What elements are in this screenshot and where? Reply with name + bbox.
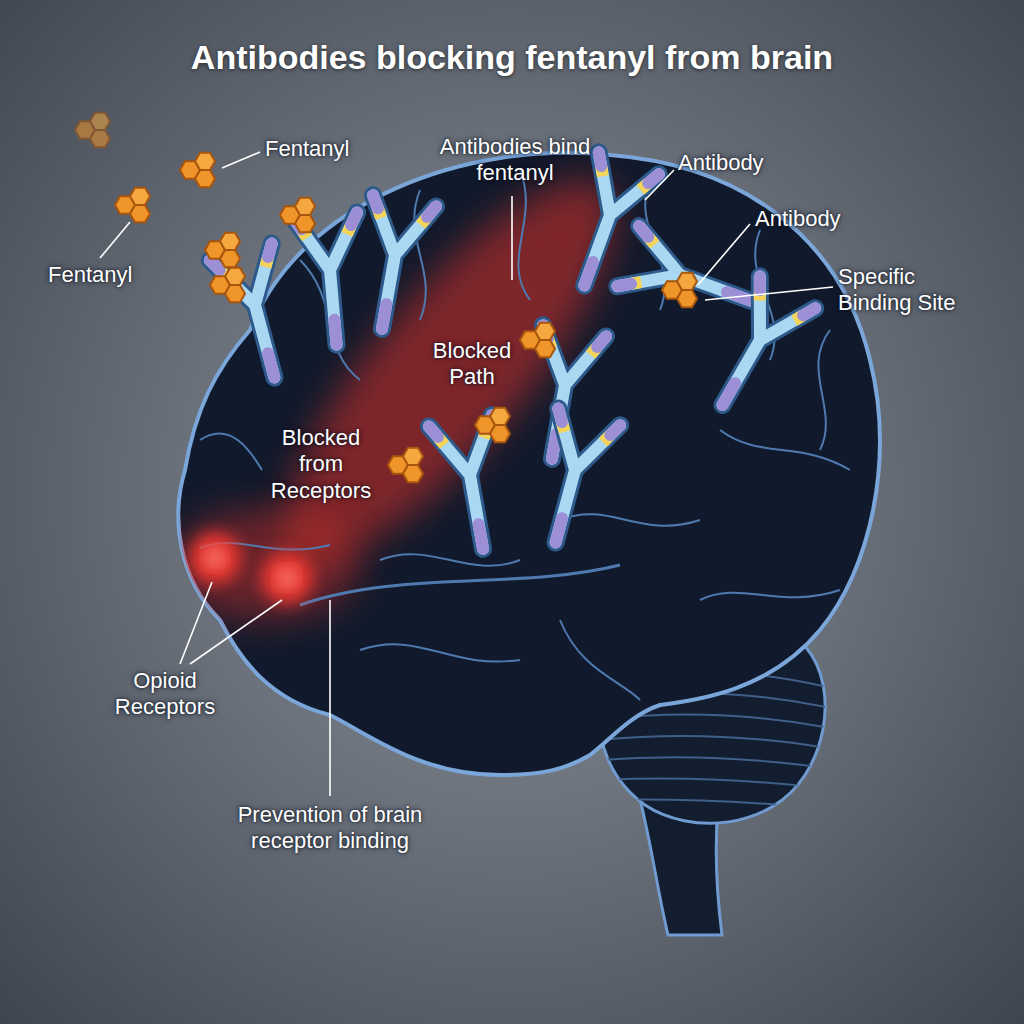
leader-line bbox=[190, 600, 282, 664]
callout-label: Antibody bbox=[755, 206, 875, 232]
illustration-part bbox=[818, 330, 830, 450]
leader-line bbox=[222, 152, 260, 168]
fentanyl-molecule bbox=[280, 198, 315, 233]
illustration-part bbox=[560, 514, 700, 526]
leader-line bbox=[329, 600, 331, 796]
illustration-part bbox=[600, 799, 840, 810]
illustration-part bbox=[600, 757, 840, 770]
callout-label: Opioid Receptors bbox=[95, 668, 235, 721]
fentanyl-molecule bbox=[180, 153, 215, 188]
illustration-part bbox=[600, 736, 840, 750]
opioid-receptor-core bbox=[207, 550, 223, 566]
fentanyl-molecule bbox=[210, 268, 245, 303]
fentanyl-molecule bbox=[115, 188, 150, 223]
opioid-receptor-glow bbox=[189, 532, 241, 584]
fentanyl-molecule bbox=[662, 273, 697, 308]
illustration-part bbox=[600, 778, 840, 790]
fentanyl-molecule bbox=[520, 323, 555, 358]
antibody bbox=[695, 276, 815, 421]
fentanyl-molecule bbox=[75, 113, 110, 148]
diagram-title: Antibodies blocking fentanyl from brain bbox=[0, 38, 1024, 77]
antibody bbox=[350, 195, 436, 334]
brain-interior bbox=[170, 138, 850, 700]
opioid-receptor-core bbox=[279, 570, 295, 586]
illustration-part bbox=[518, 170, 530, 300]
opioid-receptor-glow bbox=[261, 552, 313, 604]
illustration-part bbox=[360, 644, 520, 661]
illustration-part bbox=[200, 433, 262, 470]
callout-label: Antibodies bind fentanyl bbox=[420, 134, 610, 187]
red-glow bbox=[170, 510, 360, 620]
illustration-part bbox=[720, 430, 850, 470]
callout-label: Fentanyl bbox=[265, 136, 405, 162]
callout-label: Specific Binding Site bbox=[838, 264, 988, 317]
callout-label: Prevention of brain receptor binding bbox=[205, 802, 455, 855]
illustration-part bbox=[380, 554, 520, 566]
antibody bbox=[617, 226, 761, 331]
callout-label: Antibody bbox=[678, 150, 798, 176]
leader-line bbox=[100, 222, 130, 258]
callout-label: Blocked from Receptors bbox=[262, 425, 380, 504]
illustration-part bbox=[560, 620, 640, 700]
leader-line bbox=[645, 170, 674, 200]
antibody bbox=[525, 409, 620, 551]
brain-folds bbox=[200, 170, 850, 700]
illustration-part bbox=[700, 590, 840, 600]
leader-line bbox=[511, 196, 513, 280]
callout-label: Blocked Path bbox=[420, 338, 524, 391]
callout-label: Fentanyl bbox=[48, 262, 158, 288]
fentanyl-molecule bbox=[205, 233, 240, 268]
fentanyl-molecule bbox=[475, 408, 510, 443]
fentanyl-molecule bbox=[388, 448, 423, 483]
leader-line bbox=[705, 287, 833, 300]
leader-line bbox=[698, 224, 750, 285]
illustration-part bbox=[300, 565, 620, 605]
